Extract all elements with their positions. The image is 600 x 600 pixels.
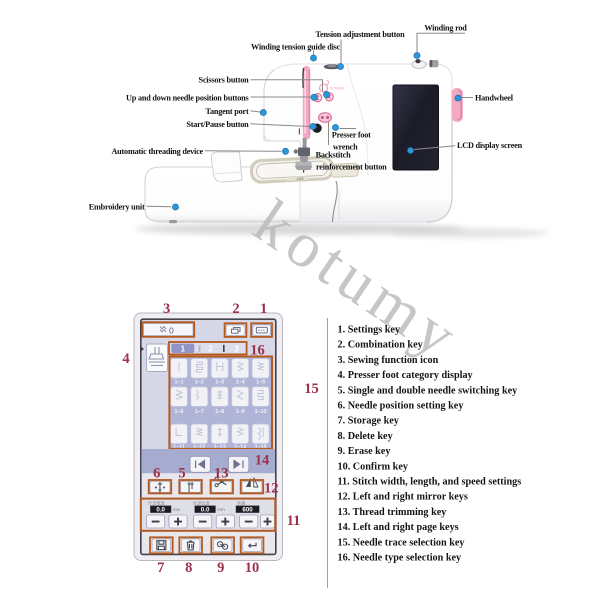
- svg-text:6. Needle position setting key: 6. Needle position setting key: [338, 401, 464, 412]
- svg-text:5. Single and double needle sw: 5. Single and double needle switching ke…: [338, 385, 518, 396]
- svg-text:13: 13: [214, 466, 229, 482]
- svg-text:1–14: 1–14: [234, 444, 246, 450]
- svg-text:reinforcement button: reinforcement button: [316, 162, 387, 171]
- svg-text:3. Sewing function icon: 3. Sewing function icon: [338, 355, 439, 366]
- svg-text:8: 8: [185, 560, 192, 576]
- svg-text:12: 12: [264, 481, 279, 497]
- svg-text:1–6: 1–6: [175, 409, 184, 415]
- svg-text:600: 600: [242, 506, 253, 513]
- svg-text:Start/Pause button: Start/Pause button: [186, 120, 249, 129]
- svg-text:3: 3: [234, 344, 239, 353]
- svg-text:A/25: A/25: [296, 177, 303, 181]
- svg-text:7. Storage key: 7. Storage key: [338, 416, 399, 427]
- svg-text:Embroidery unit: Embroidery unit: [89, 202, 145, 211]
- svg-text:15. Needle trace selection key: 15. Needle trace selection key: [338, 537, 465, 548]
- svg-text:16: 16: [250, 343, 265, 359]
- svg-text:2: 2: [232, 301, 239, 317]
- svg-text:3: 3: [163, 301, 170, 317]
- svg-text:1–1: 1–1: [175, 380, 184, 386]
- svg-text:1–5: 1–5: [256, 380, 265, 386]
- svg-text:2: 2: [208, 344, 213, 353]
- svg-text:0: 0: [169, 326, 174, 336]
- svg-text:1–2: 1–2: [195, 380, 204, 386]
- svg-text:12. Left and right mirror keys: 12. Left and right mirror keys: [338, 492, 468, 503]
- svg-text:Tension adjustment button: Tension adjustment button: [316, 30, 406, 39]
- svg-text:1–8: 1–8: [215, 409, 224, 415]
- svg-text:1–7: 1–7: [195, 409, 204, 415]
- svg-text:14. Left and right page keys: 14. Left and right page keys: [338, 522, 459, 533]
- svg-text:14: 14: [255, 453, 270, 469]
- svg-text:1: 1: [260, 301, 267, 317]
- svg-text:1–12: 1–12: [193, 444, 205, 450]
- svg-text:1–10: 1–10: [255, 409, 267, 415]
- svg-text:15: 15: [304, 381, 319, 397]
- svg-text:1–11: 1–11: [173, 444, 185, 450]
- svg-text:mm: mm: [173, 507, 181, 512]
- svg-text:1–13: 1–13: [214, 444, 226, 450]
- svg-text:8. Delete key: 8. Delete key: [338, 431, 393, 442]
- svg-text:FLYUSA: FLYUSA: [330, 87, 344, 91]
- svg-text:10: 10: [245, 560, 260, 576]
- svg-text:10. Confirm key: 10. Confirm key: [338, 461, 408, 472]
- svg-text:LCD display screen: LCD display screen: [457, 141, 523, 150]
- svg-text:Presser foot: Presser foot: [332, 131, 371, 140]
- svg-text:0.0: 0.0: [201, 506, 210, 513]
- svg-text:9. Erase key: 9. Erase key: [338, 446, 391, 457]
- svg-text:1–4: 1–4: [236, 380, 245, 386]
- svg-text:Tangent port: Tangent port: [205, 107, 248, 116]
- svg-text:1–3: 1–3: [215, 380, 224, 386]
- svg-text:5: 5: [178, 466, 185, 482]
- svg-text:Handwheel: Handwheel: [475, 93, 514, 102]
- svg-text:11: 11: [287, 513, 301, 529]
- svg-text:4: 4: [122, 351, 129, 367]
- svg-text:Backstitch: Backstitch: [316, 151, 351, 160]
- svg-text:Up and down needle position bu: Up and down needle position buttons: [126, 93, 248, 102]
- svg-text:13. Thread trimming key: 13. Thread trimming key: [338, 507, 447, 518]
- svg-text:Automatic threading device: Automatic threading device: [111, 147, 203, 156]
- svg-text:6: 6: [153, 466, 160, 482]
- svg-text:1: 1: [181, 344, 186, 353]
- svg-text:转速: 转速: [237, 500, 246, 507]
- svg-text:16. Needle type selection key: 16. Needle type selection key: [338, 553, 462, 564]
- svg-text:11. Stitch width, length, and: 11. Stitch width, length, and speed sett…: [338, 477, 522, 488]
- svg-text:9: 9: [217, 560, 224, 576]
- svg-text:1–9: 1–9: [236, 409, 245, 415]
- svg-text:4. Presser foot category displ: 4. Presser foot category display: [338, 370, 473, 381]
- svg-text:0.0: 0.0: [156, 506, 165, 513]
- svg-text:针迹宽度: 针迹宽度: [148, 500, 166, 507]
- svg-text:针迹长度: 针迹长度: [193, 500, 211, 507]
- svg-text:Scissors button: Scissors button: [198, 76, 249, 85]
- svg-text:wrench: wrench: [333, 142, 358, 151]
- svg-text:7: 7: [157, 560, 164, 576]
- svg-text:2. Combination key: 2. Combination key: [338, 340, 423, 351]
- svg-text:Winding tension guide disc: Winding tension guide disc: [251, 42, 341, 51]
- svg-text:1–15: 1–15: [255, 444, 267, 450]
- svg-text:1. Settings key: 1. Settings key: [338, 325, 401, 336]
- svg-text:Winding rod: Winding rod: [424, 24, 467, 33]
- svg-text:mm: mm: [217, 507, 225, 512]
